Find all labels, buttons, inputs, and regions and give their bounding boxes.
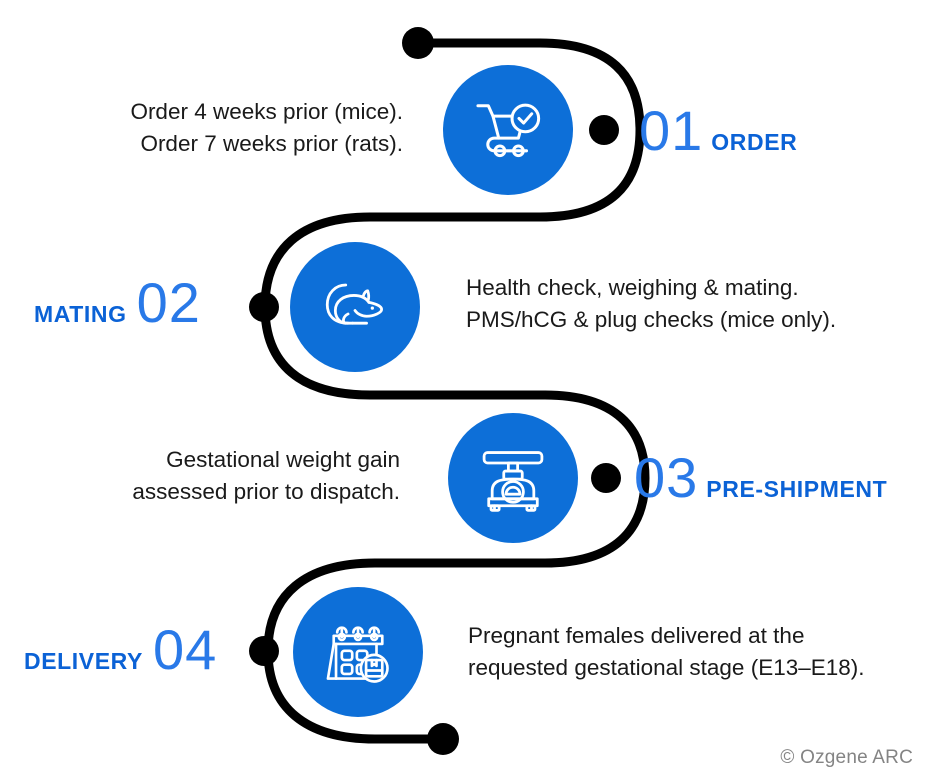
description-line: PMS/hCG & plug checks (mice only).: [466, 306, 837, 332]
step-heading-order: 01 ORDER: [639, 103, 797, 159]
step-description-delivery: Pregnant females delivered at the reques…: [468, 620, 908, 684]
step-label-delivery: DELIVERY: [24, 648, 143, 674]
step-description-order: Order 4 weeks prior (mice). Order 7 week…: [0, 96, 403, 160]
path-start-dot: [402, 27, 434, 59]
step-icon-circle-delivery[interactable]: [293, 587, 423, 717]
description-line: assessed prior to dispatch.: [132, 478, 400, 504]
step-label-order: ORDER: [711, 129, 798, 155]
description-line: Health check, weighing & mating.: [466, 275, 799, 300]
path-node-dot-3: [591, 463, 621, 493]
path-node-dot-2: [249, 292, 279, 322]
step-label-mating: MATING: [34, 301, 127, 327]
step-description-mating: Health check, weighing & mating. PMS/hCG…: [466, 272, 906, 336]
calendar-package-icon: [321, 615, 395, 689]
description-line: Gestational weight gain: [166, 447, 400, 472]
description-line: Order 4 weeks prior (mice).: [130, 99, 403, 124]
description-line: requested gestational stage (E13–E18).: [468, 654, 865, 680]
path-node-dot-4: [249, 636, 279, 666]
path-end-dot: [427, 723, 459, 755]
step-label-pre-shipment: PRE-SHIPMENT: [706, 476, 888, 502]
step-icon-circle-order[interactable]: [443, 65, 573, 195]
step-icon-circle-pre-shipment[interactable]: [448, 413, 578, 543]
copyright-credit: © Ozgene ARC: [780, 747, 913, 768]
path-node-dot-1: [589, 115, 619, 145]
step-icon-circle-mating[interactable]: [290, 242, 420, 372]
mouse-icon: [318, 270, 392, 344]
step-number-03: 03: [634, 446, 699, 509]
step-description-pre-shipment: Gestational weight gain assessed prior t…: [0, 444, 400, 508]
step-number-02: 02: [136, 271, 201, 334]
step-heading-mating: MATING 02: [34, 275, 201, 331]
step-number-01: 01: [639, 99, 704, 162]
step-number-04: 04: [152, 618, 218, 681]
step-heading-delivery: DELIVERY 04: [24, 622, 217, 678]
description-line: Order 7 weeks prior (rats).: [140, 130, 403, 156]
weighing-scale-icon: [476, 441, 550, 515]
description-line: Pregnant females delivered at the: [468, 623, 805, 648]
step-heading-pre-shipment: 03 PRE-SHIPMENT: [634, 450, 887, 506]
shopping-cart-check-icon: [471, 93, 545, 167]
